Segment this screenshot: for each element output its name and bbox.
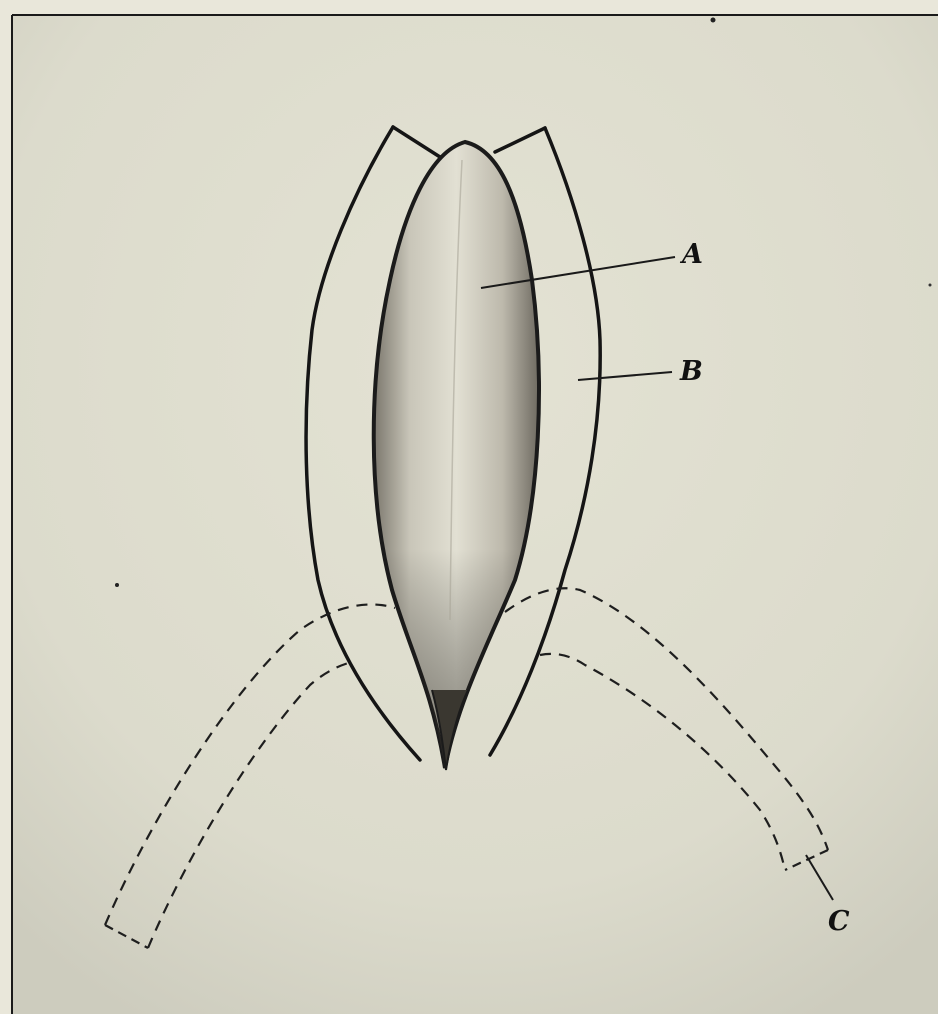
label-c: C — [828, 906, 850, 937]
label-b: B — [679, 356, 703, 387]
speck — [115, 583, 119, 587]
label-a: A — [679, 239, 703, 270]
speck — [711, 18, 716, 23]
speck — [929, 284, 932, 287]
